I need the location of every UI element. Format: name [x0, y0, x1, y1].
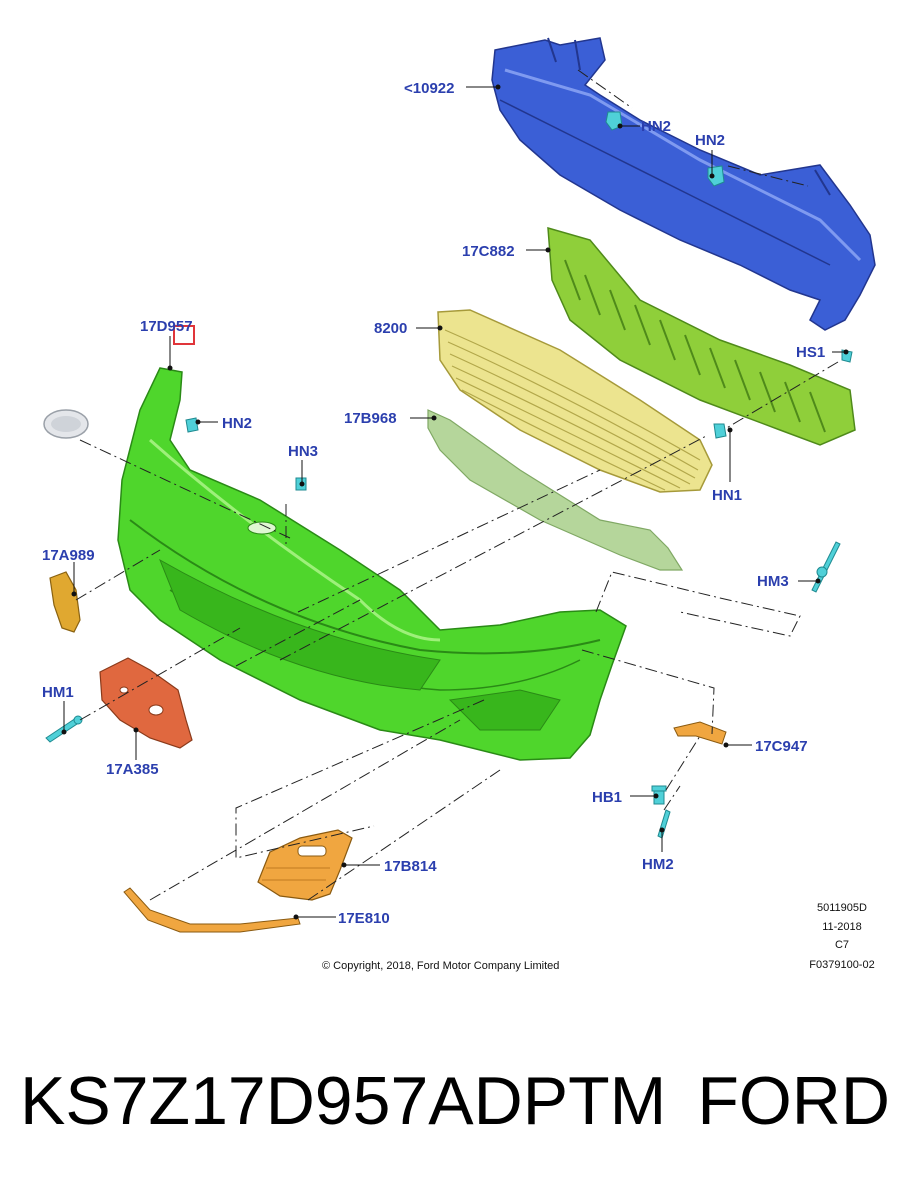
hn2-clip-left — [185, 417, 199, 433]
label-absorber: 17C882 — [462, 243, 515, 260]
label-hb1: HB1 — [592, 789, 622, 806]
meta-rev: C7 — [835, 939, 849, 951]
part-number: KS7Z17D957ADPTM — [20, 1063, 667, 1139]
hn1-clip — [713, 423, 727, 439]
label-plate-bracket: 17A385 — [106, 761, 159, 778]
label-hn3: HN3 — [288, 443, 318, 460]
side-reflector — [49, 571, 81, 633]
alignment-lines — [75, 434, 801, 901]
license-plate-bracket — [99, 657, 193, 749]
label-hn2-top-a: HN2 — [641, 118, 671, 135]
brand-name: FORD — [697, 1063, 890, 1139]
label-hm3: HM3 — [757, 573, 789, 590]
meta-date: 11-2018 — [822, 921, 862, 933]
label-hn2-top-b: HN2 — [695, 132, 725, 149]
parts-diagram: <10922 HN2 HN2 17C882 8200 HS1 17D957 HN… — [42, 37, 876, 972]
label-fog-bezel: 17B814 — [384, 858, 437, 875]
leader-lines — [63, 86, 846, 918]
label-cover: 17D957 — [140, 318, 193, 335]
fog-lamp-bezel — [257, 829, 353, 901]
lower-grille-bezel — [427, 409, 684, 571]
label-reflector: 17A989 — [42, 547, 95, 564]
label-lip-strip: 17E810 — [338, 910, 390, 927]
label-hn2-left: HN2 — [222, 415, 252, 432]
hm2-pushpin — [657, 809, 671, 839]
bumper-bracket-right — [673, 721, 727, 745]
energy-absorber — [547, 226, 856, 446]
callout-highlight-box — [173, 325, 195, 345]
label-hn1: HN1 — [712, 487, 742, 504]
hb1-bolt — [651, 785, 667, 805]
copyright-text: © Copyright, 2018, Ford Motor Company Li… — [322, 960, 559, 972]
bumper-reinforcement — [491, 37, 876, 331]
label-hs1: HS1 — [796, 344, 825, 361]
label-hm2: HM2 — [642, 856, 674, 873]
label-grille: 8200 — [374, 320, 407, 337]
leader-dots — [61, 84, 849, 920]
label-bezel: 17B968 — [344, 410, 397, 427]
lower-lip-strip — [123, 887, 301, 933]
bumper-cover — [117, 367, 627, 761]
label-hm1: HM1 — [42, 684, 74, 701]
radiator-grille — [437, 309, 713, 493]
hm3-pushpin — [811, 541, 841, 593]
label-bracket-right: 17C947 — [755, 738, 808, 755]
label-reinforcement: <10922 — [404, 80, 454, 97]
ford-emblem — [43, 409, 89, 439]
meta-figure: F0379100-02 — [809, 959, 874, 971]
meta-code: 5011905D — [817, 902, 867, 914]
